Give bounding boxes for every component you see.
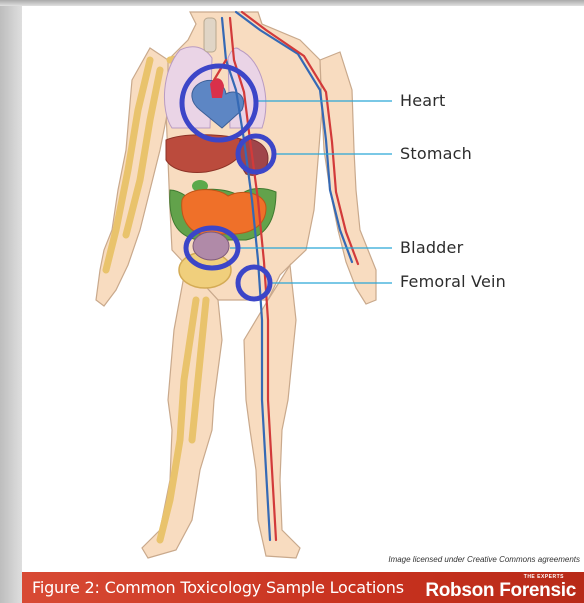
brand-name: Robson Forensic [425, 580, 576, 602]
brand-logo: THE EXPERTS Robson Forensic [428, 574, 578, 602]
femoral-vein-label: Femoral Vein [400, 272, 506, 291]
stomach-label: Stomach [400, 144, 472, 163]
figure-caption: Figure 2: Common Toxicology Sample Locat… [32, 578, 404, 597]
image-credit: Image licensed under Creative Commons ag… [388, 555, 580, 564]
bladder-label: Bladder [400, 238, 463, 257]
trachea [204, 18, 216, 52]
footer-bar: Figure 2: Common Toxicology Sample Locat… [22, 572, 584, 603]
bladder-organ [193, 232, 229, 260]
heart-label: Heart [400, 91, 446, 110]
